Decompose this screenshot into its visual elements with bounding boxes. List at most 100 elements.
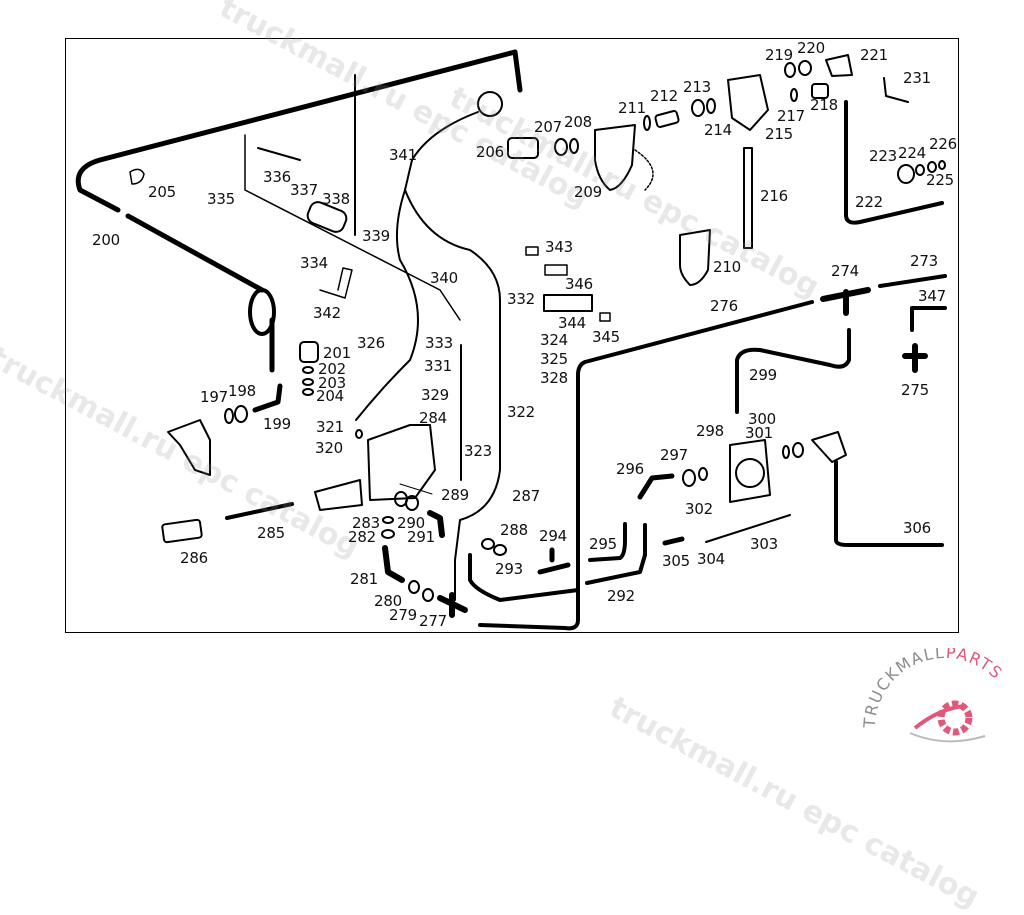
part-291-elbow bbox=[427, 510, 445, 538]
part-label-210: 210 bbox=[713, 258, 742, 276]
part-209-filter bbox=[594, 124, 636, 191]
part-205-clip bbox=[129, 168, 145, 185]
part-label-303: 303 bbox=[750, 535, 779, 553]
part-label-204: 204 bbox=[316, 387, 345, 405]
part-label-346: 346 bbox=[565, 275, 594, 293]
logo-text-parts: PARTS bbox=[945, 648, 1006, 683]
part-label-347: 347 bbox=[918, 287, 947, 305]
part-200-coil bbox=[248, 288, 276, 336]
part-label-323: 323 bbox=[464, 442, 493, 460]
part-label-218: 218 bbox=[810, 96, 839, 114]
part-label-220: 220 bbox=[797, 39, 826, 57]
part-label-203: 203 bbox=[318, 374, 347, 392]
part-label-206: 206 bbox=[476, 143, 505, 161]
part-216-rod bbox=[743, 147, 753, 249]
part-221-elbow bbox=[825, 54, 853, 77]
part-197-valve bbox=[167, 419, 211, 476]
part-294-valve bbox=[537, 547, 571, 575]
part-200-pipe bbox=[75, 49, 523, 293]
part-label-198: 198 bbox=[228, 382, 257, 400]
part-label-299: 299 bbox=[749, 366, 778, 384]
part-label-340: 340 bbox=[430, 269, 459, 287]
part-label-283: 283 bbox=[352, 514, 381, 532]
part-label-290: 290 bbox=[397, 514, 426, 532]
part-label-226: 226 bbox=[929, 135, 958, 153]
part-303-rod bbox=[705, 514, 791, 543]
part-label-285: 285 bbox=[257, 524, 286, 542]
part-274-tee bbox=[820, 287, 871, 316]
part-344-clamp bbox=[543, 294, 593, 312]
diagram-frame bbox=[65, 38, 959, 633]
part-label-293: 293 bbox=[495, 560, 524, 578]
part-label-214: 214 bbox=[704, 121, 733, 139]
part-281-elbow bbox=[382, 545, 405, 583]
part-334-rod bbox=[244, 134, 461, 321]
part-347-pipe bbox=[910, 306, 947, 332]
part-label-336: 336 bbox=[263, 168, 292, 186]
part-label-335: 335 bbox=[207, 190, 236, 208]
part-label-302: 302 bbox=[685, 500, 714, 518]
part-286-block bbox=[161, 518, 203, 544]
part-231-bracket bbox=[883, 77, 909, 103]
part-label-205: 205 bbox=[148, 183, 177, 201]
part-label-297: 297 bbox=[660, 446, 689, 464]
part-label-301: 301 bbox=[745, 424, 774, 442]
part-label-221: 221 bbox=[860, 46, 889, 64]
part-206-elbow bbox=[507, 137, 539, 159]
part-label-200: 200 bbox=[92, 231, 121, 249]
part-label-333: 333 bbox=[425, 334, 454, 352]
part-284-compressor bbox=[367, 424, 436, 501]
part-label-304: 304 bbox=[697, 550, 726, 568]
part-label-274: 274 bbox=[831, 262, 860, 280]
part-label-329: 329 bbox=[421, 386, 450, 404]
part-label-331: 331 bbox=[424, 357, 453, 375]
part-276-pipe bbox=[478, 300, 814, 631]
part-label-199: 199 bbox=[263, 415, 292, 433]
truckmall-parts-logo: TRUCKMALLPARTS bbox=[860, 648, 1006, 743]
part-label-209: 209 bbox=[574, 183, 603, 201]
part-label-325: 325 bbox=[540, 350, 569, 368]
part-285-rod bbox=[225, 502, 294, 520]
part-label-321: 321 bbox=[316, 418, 345, 436]
swoosh-icon bbox=[909, 732, 986, 743]
part-222-pipe bbox=[844, 100, 944, 225]
part-label-337: 337 bbox=[290, 181, 319, 199]
part-292-pipe bbox=[585, 523, 647, 585]
part-label-280: 280 bbox=[374, 592, 403, 610]
part-label-224: 224 bbox=[898, 144, 927, 162]
part-label-216: 216 bbox=[760, 187, 789, 205]
part-342-bracket bbox=[319, 267, 353, 299]
part-299-pipe bbox=[735, 328, 851, 414]
part-label-284: 284 bbox=[419, 409, 448, 427]
gear-icon bbox=[937, 700, 973, 736]
part-label-276: 276 bbox=[710, 297, 739, 315]
part-label-292: 292 bbox=[607, 587, 636, 605]
part-label-306: 306 bbox=[903, 519, 932, 537]
part-label-273: 273 bbox=[910, 252, 939, 270]
part-label-305: 305 bbox=[662, 552, 691, 570]
part-label-298: 298 bbox=[696, 422, 725, 440]
part-label-320: 320 bbox=[315, 439, 344, 457]
part-label-324: 324 bbox=[540, 331, 569, 349]
part-label-296: 296 bbox=[616, 460, 645, 478]
part-199-elbow bbox=[252, 383, 283, 413]
part-label-322: 322 bbox=[507, 403, 536, 421]
part-label-341: 341 bbox=[389, 146, 418, 164]
part-label-287: 287 bbox=[512, 487, 541, 505]
part-341-gauge bbox=[477, 91, 503, 117]
part-277-tee bbox=[437, 592, 468, 618]
part-label-212: 212 bbox=[650, 87, 679, 105]
part-label-295: 295 bbox=[589, 535, 618, 553]
part-label-202: 202 bbox=[318, 360, 347, 378]
part-label-279: 279 bbox=[389, 606, 418, 624]
part-label-300: 300 bbox=[748, 410, 777, 428]
part-label-291: 291 bbox=[407, 528, 436, 546]
part-296-elbow bbox=[637, 473, 675, 500]
part-302-pump bbox=[729, 439, 771, 503]
part-label-197: 197 bbox=[200, 388, 229, 406]
part-214-pump bbox=[727, 74, 769, 131]
part-label-326: 326 bbox=[357, 334, 386, 352]
part-label-344: 344 bbox=[558, 314, 587, 332]
part-label-223: 223 bbox=[869, 147, 898, 165]
part-label-225: 225 bbox=[926, 171, 955, 189]
